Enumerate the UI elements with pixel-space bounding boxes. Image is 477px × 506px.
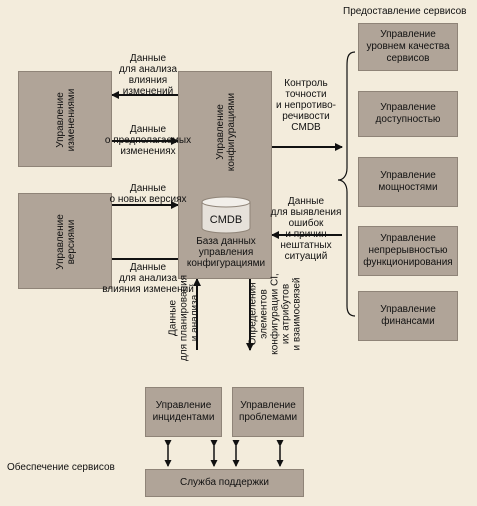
incident-management-box[interactable]: Управление инцидентами	[145, 387, 222, 437]
availability-management-box[interactable]: Управление доступностью	[358, 91, 458, 137]
continuity-management-box[interactable]: Управление непрерывностью функционирован…	[358, 226, 458, 276]
service-delivery-brace	[337, 51, 356, 317]
service-desk-box[interactable]: Служба поддержки	[145, 469, 304, 497]
prob-line2: проблемами	[238, 412, 298, 423]
inc-line2: инцидентами	[152, 412, 215, 423]
slm-line2: уровнем качества	[366, 41, 450, 52]
cmdb-label: CMDB	[209, 214, 243, 226]
release-management-label: Управление версиями	[55, 214, 77, 270]
slm-line1: Управление	[380, 29, 436, 40]
database-cylinder-icon	[201, 196, 251, 234]
cont-line3: функционирования	[363, 257, 453, 268]
service-level-management-box[interactable]: Управление уровнем качества сервисов	[358, 23, 458, 71]
cap-line1: Управление	[380, 170, 436, 181]
change-management-label: Управление изменениями	[55, 88, 77, 152]
db-label-line3: конфигурациями	[186, 258, 266, 269]
cont-line2: непрерывностью	[368, 245, 448, 256]
fin-line1: Управление	[380, 304, 436, 315]
header-service-delivery: Предоставление сервисов	[343, 6, 467, 17]
prob-line1: Управление	[240, 400, 296, 411]
avail-line2: доступностью	[375, 114, 441, 125]
configuration-management-label: Управление конфигурациями	[215, 92, 237, 172]
configuration-management-box[interactable]: Управление конфигурациями CMDB База данн…	[178, 71, 272, 279]
financial-management-box[interactable]: Управление финансами	[358, 291, 458, 341]
header-service-support: Обеспечение сервисов	[7, 462, 115, 473]
fin-line2: финансами	[381, 316, 435, 327]
change-management-box[interactable]: Управление изменениями	[18, 71, 112, 167]
db-label-line1: База данных	[196, 236, 256, 247]
cont-line1: Управление	[380, 233, 436, 244]
capacity-management-box[interactable]: Управление мощностями	[358, 157, 458, 207]
service-desk-label: Служба поддержки	[179, 477, 269, 488]
cap-line2: мощностями	[378, 182, 438, 193]
slm-line3: сервисов	[386, 53, 430, 64]
problem-management-box[interactable]: Управление проблемами	[232, 387, 304, 437]
inc-line1: Управление	[155, 400, 212, 411]
db-label-line2: управления	[198, 247, 254, 258]
release-management-box[interactable]: Управление версиями	[18, 193, 112, 289]
avail-line1: Управление	[380, 102, 436, 113]
